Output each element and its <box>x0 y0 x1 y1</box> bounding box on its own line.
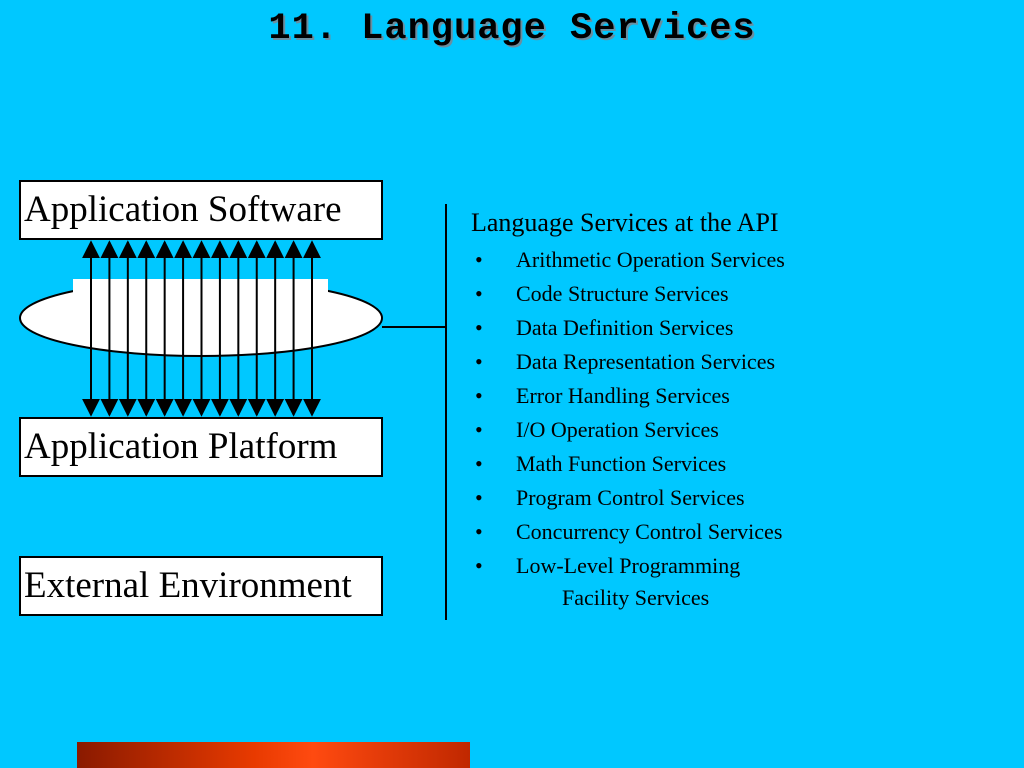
slide-title: 11. Language Services <box>268 8 756 50</box>
api-service-item: • Data Definition Services <box>471 311 785 345</box>
bullet-icon: • <box>475 315 483 340</box>
bullet-icon: • <box>475 553 483 578</box>
bidirectional-arrows <box>82 240 321 417</box>
api-service-label: Low-Level Programming <box>516 553 741 578</box>
bottom-decorative-bar <box>77 742 470 768</box>
api-service-label: I/O Operation Services <box>516 417 719 442</box>
bullet-icon: • <box>475 519 483 544</box>
api-service-item: • Math Function Services <box>471 447 785 481</box>
api-service-label: Error Handling Services <box>516 383 730 408</box>
api-service-item: • Arithmetic Operation Services <box>471 243 785 277</box>
api-service-label: Data Representation Services <box>516 349 776 374</box>
api-service-item: • Low-Level Programming <box>471 549 785 583</box>
application-platform-box: Application Platform <box>19 417 383 477</box>
api-service-label: Code Structure Services <box>516 281 729 306</box>
bullet-icon: • <box>475 281 483 306</box>
bullet-icon: • <box>475 247 483 272</box>
api-service-label: Concurrency Control Services <box>516 519 783 544</box>
application-software-box: Application Software <box>19 180 383 240</box>
bullet-icon: • <box>475 349 483 374</box>
api-item-continuation: Facility Services <box>562 585 710 610</box>
api-service-item: • Data Representation Services <box>471 345 785 379</box>
bullet-icon: • <box>475 451 483 476</box>
api-service-label: Data Definition Services <box>516 315 734 340</box>
bullet-icon: • <box>475 383 483 408</box>
api-service-item: • Concurrency Control Services <box>471 515 785 549</box>
api-service-item: • Code Structure Services <box>471 277 785 311</box>
api-service-item: • Error Handling Services <box>471 379 785 413</box>
api-service-item: • Program Control Services <box>471 481 785 515</box>
bullet-icon: • <box>475 485 483 510</box>
api-service-item: • I/O Operation Services <box>471 413 785 447</box>
api-service-label: Math Function Services <box>516 451 727 476</box>
api-items: • Arithmetic Operation Services • Code Stru… <box>471 243 785 583</box>
external-environment-box: External Environment <box>19 556 383 616</box>
api-heading: Language Services at the API <box>471 208 779 237</box>
api-service-label: Program Control Services <box>516 485 745 510</box>
api-service-label: Arithmetic Operation Services <box>516 247 785 272</box>
api-services-list: Language Services at the API • Arithmetic… <box>471 205 785 615</box>
bullet-icon: • <box>475 417 483 442</box>
